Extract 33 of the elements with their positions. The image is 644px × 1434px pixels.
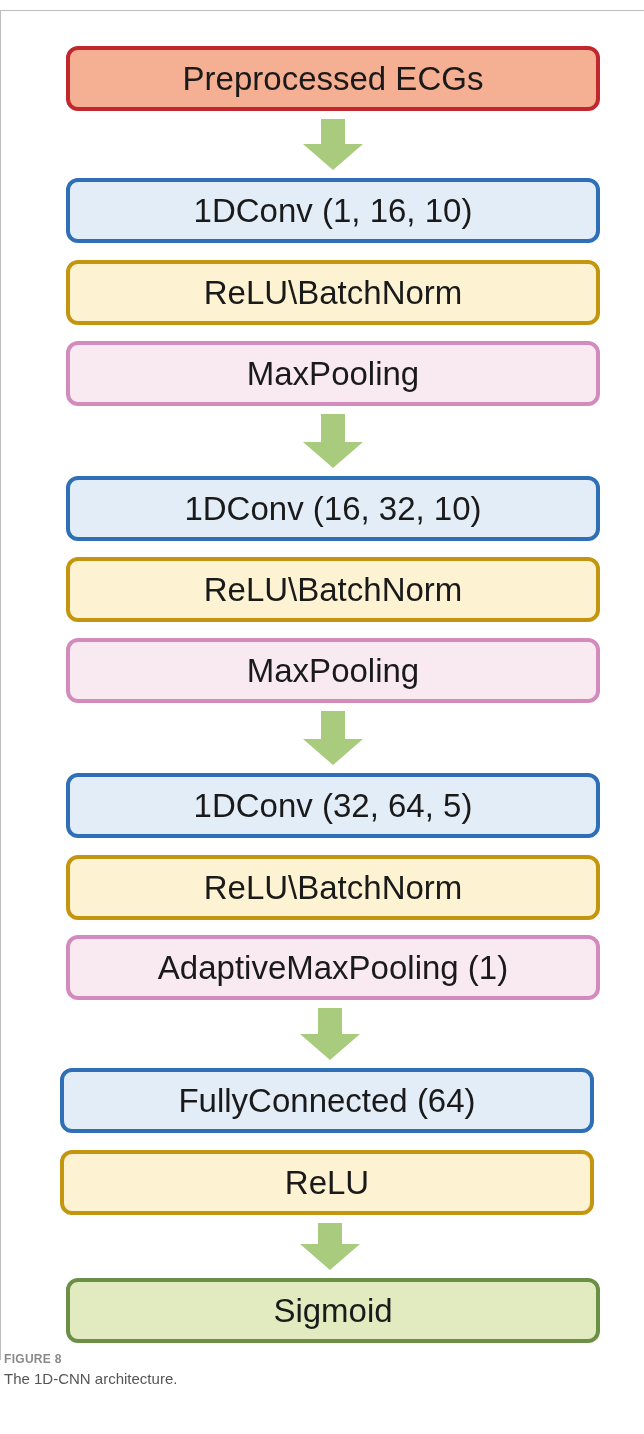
layer-label: ReLU\BatchNorm: [203, 569, 463, 610]
block-arrow: [300, 1223, 360, 1270]
block-arrow: [303, 711, 363, 765]
layer-box: [66, 260, 600, 325]
layer-box: [66, 638, 600, 703]
layer-box: [66, 935, 600, 1000]
output-box: [66, 1278, 600, 1343]
layer-label: AdaptiveMaxPooling (1): [157, 947, 509, 988]
layer-label: Sigmoid: [273, 1290, 393, 1331]
block-arrow: [303, 119, 363, 170]
layer-box: [66, 557, 600, 622]
layer-label: FullyConnected (64): [178, 1080, 476, 1121]
block-arrow: [303, 414, 363, 468]
layer-label: 1DConv (1, 16, 10): [193, 190, 473, 231]
layer-label: Preprocessed ECGs: [182, 58, 484, 99]
layer-box: [60, 1068, 594, 1133]
layer-label: MaxPooling: [246, 650, 420, 691]
layer-label: 1DConv (16, 32, 10): [184, 488, 482, 529]
layer-label: 1DConv (32, 64, 5): [193, 785, 473, 826]
layer-label: ReLU\BatchNorm: [203, 272, 463, 313]
layer-box: [66, 773, 600, 838]
caption: The 1D-CNN architecture.: [4, 1369, 179, 1389]
layer-label: ReLU\BatchNorm: [203, 867, 463, 908]
layer-label: MaxPooling: [246, 353, 420, 394]
layer-box: [66, 341, 600, 406]
figure-number: FIGURE 8: [4, 1351, 63, 1368]
block-arrow: [300, 1008, 360, 1060]
layer-box: [60, 1150, 594, 1215]
layer-label: ReLU: [284, 1162, 370, 1203]
layer-box: [66, 855, 600, 920]
layer-box: [66, 178, 600, 243]
layer-box: [66, 476, 600, 541]
input-box: [66, 46, 600, 111]
